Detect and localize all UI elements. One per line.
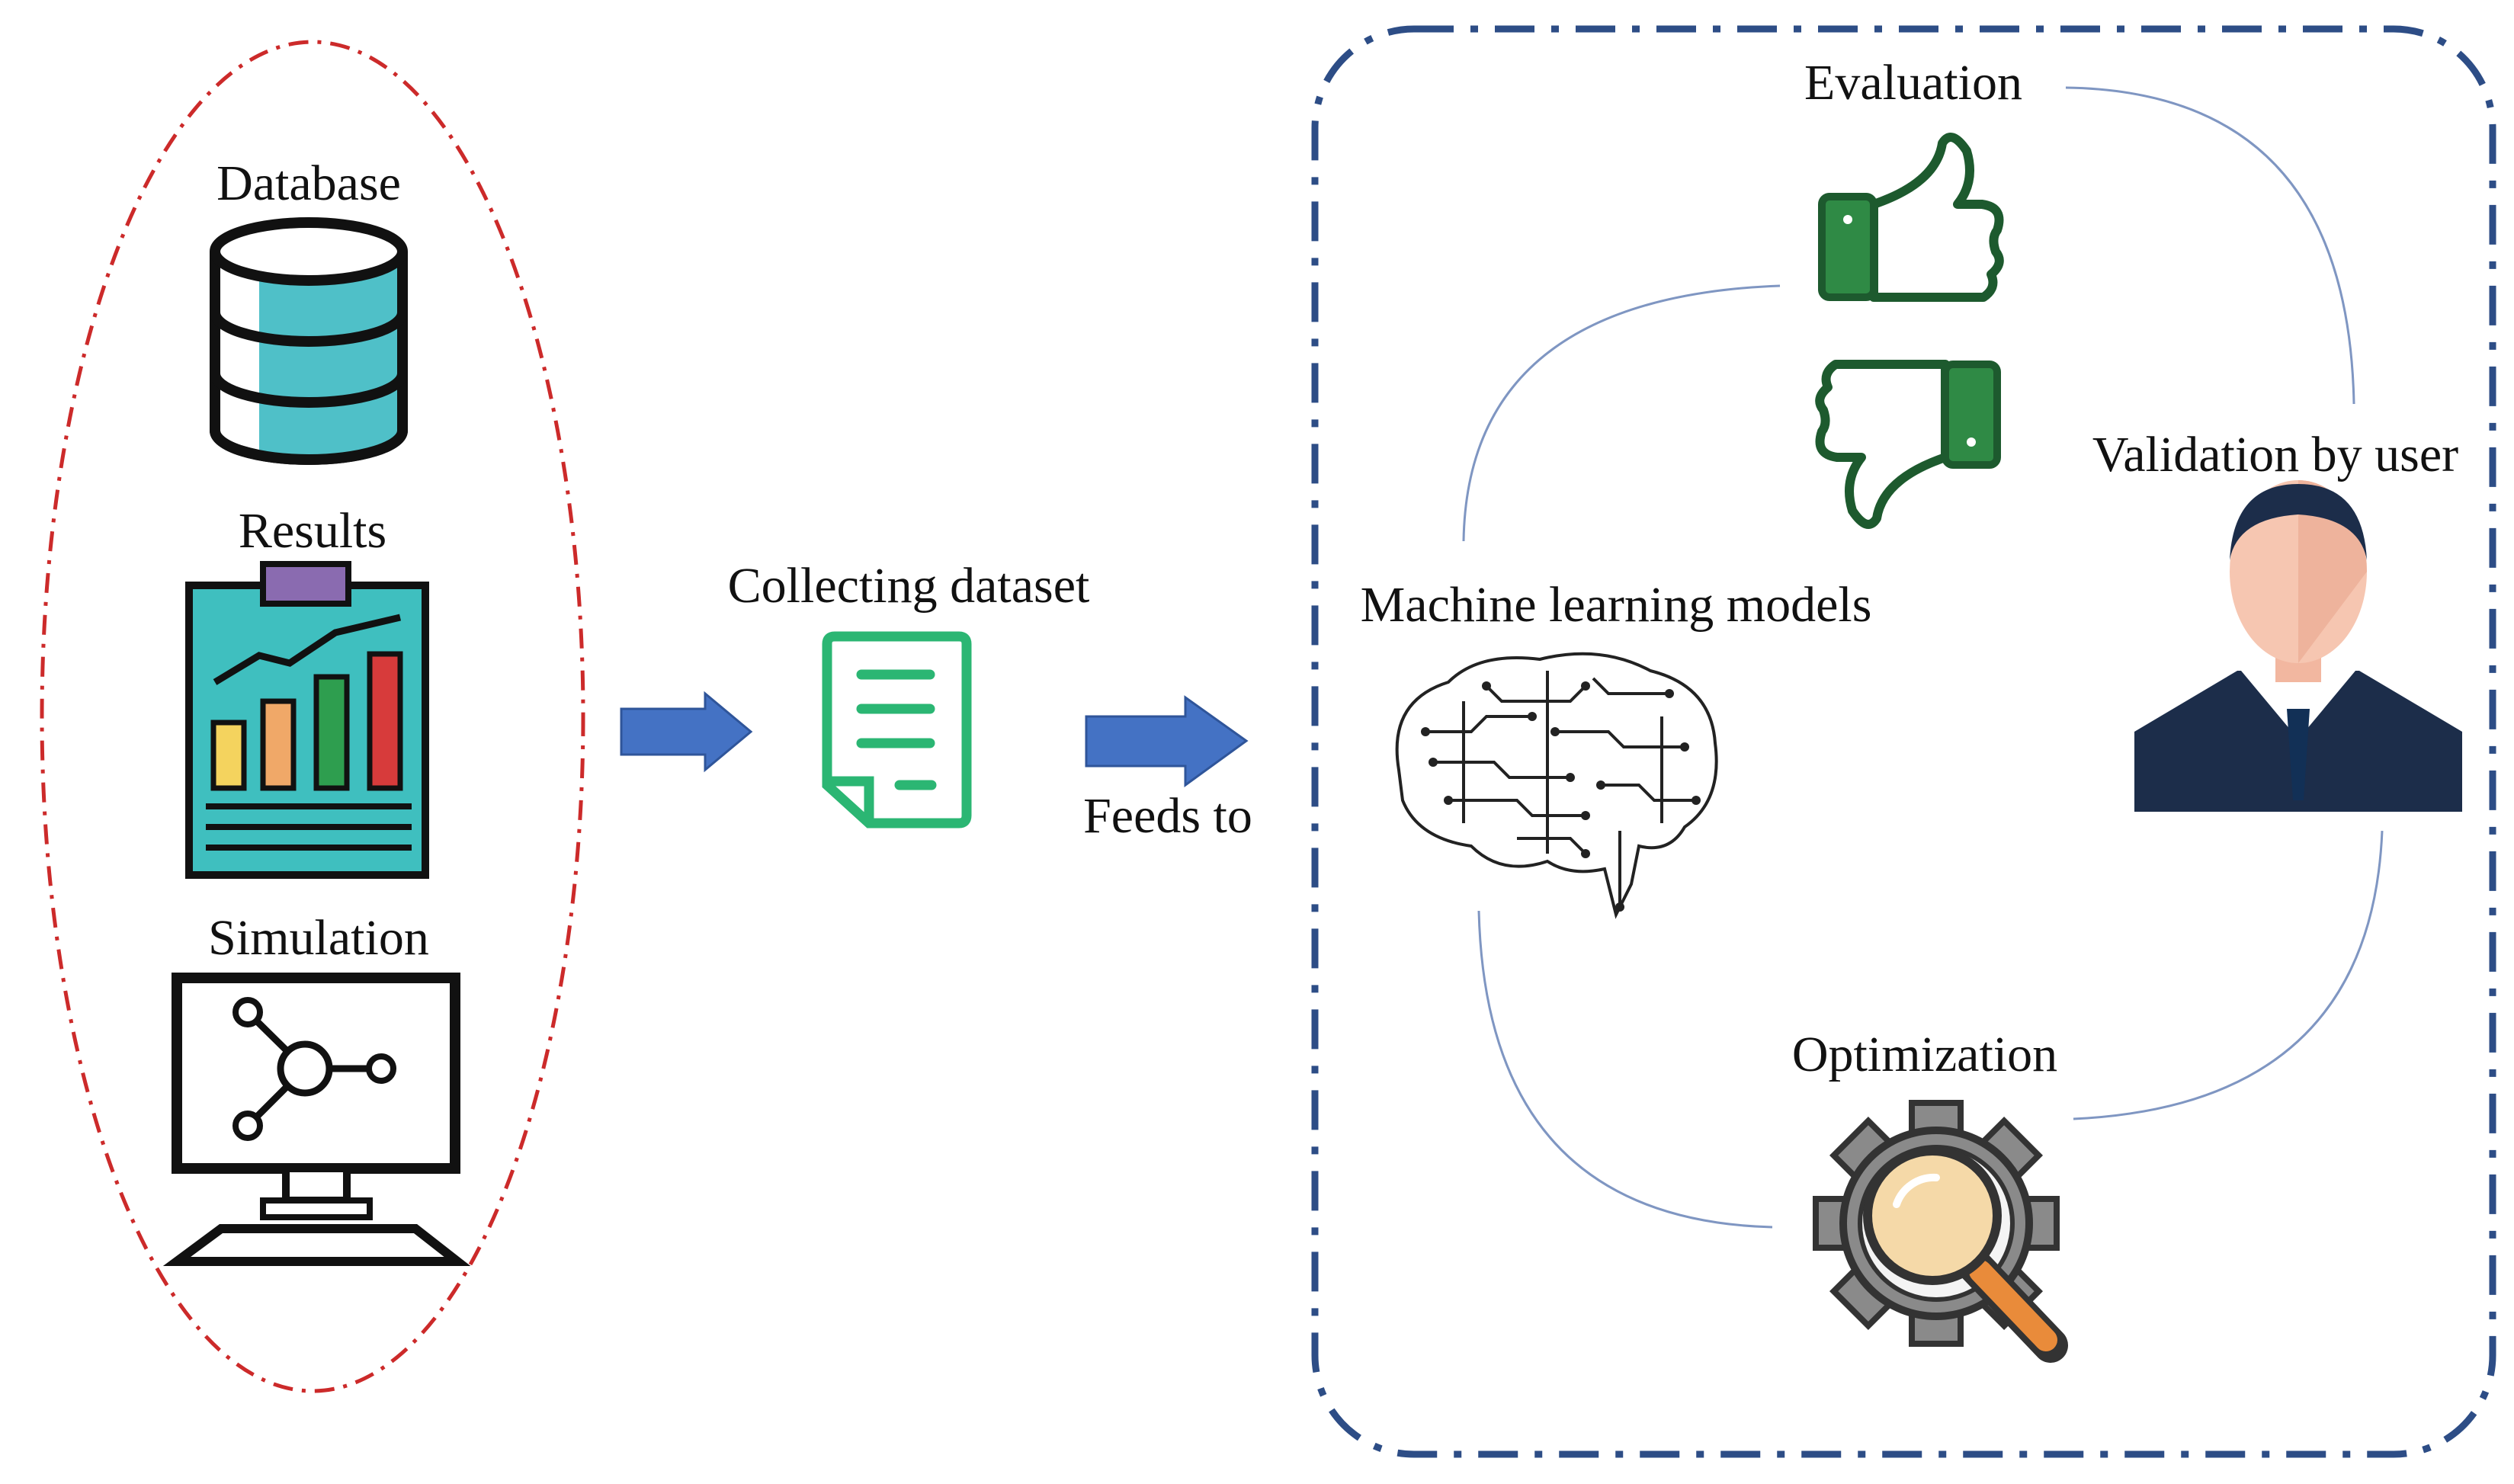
- evaluation-label: Evaluation: [1804, 55, 2022, 111]
- simulation-monitor-icon: [162, 973, 471, 1266]
- gear-magnifier-icon: [1813, 1100, 2068, 1363]
- database-label: Database: [216, 155, 401, 211]
- feeds-to-label: Feeds to: [1083, 788, 1252, 844]
- optimization-label: Optimization: [1792, 1027, 2057, 1082]
- user-avatar-icon: [2134, 480, 2462, 812]
- results-label: Results: [239, 503, 386, 559]
- database-icon: [210, 217, 408, 465]
- results-clipboard-icon: [185, 561, 429, 879]
- cycle-connectors: [1462, 86, 2384, 1229]
- thumbs-down-icon: [1815, 360, 2001, 529]
- validation-label: Validation by user: [2092, 427, 2458, 482]
- document-icon: [822, 631, 972, 829]
- simulation-label: Simulation: [208, 910, 429, 966]
- arrow-to-dataset: [620, 691, 753, 773]
- arrow-feeds-to: [1085, 695, 1249, 787]
- thumbs-up-icon: [1818, 133, 2004, 302]
- ml-cycle-box: [1311, 25, 2496, 1458]
- brain-circuit-icon: [1395, 652, 1718, 919]
- ml-label: Machine learning models: [1361, 577, 1872, 633]
- dataset-label: Collecting dataset: [728, 558, 1090, 614]
- brain-circuit-nodes: [1421, 681, 1701, 912]
- sources-ellipse: [40, 40, 585, 1393]
